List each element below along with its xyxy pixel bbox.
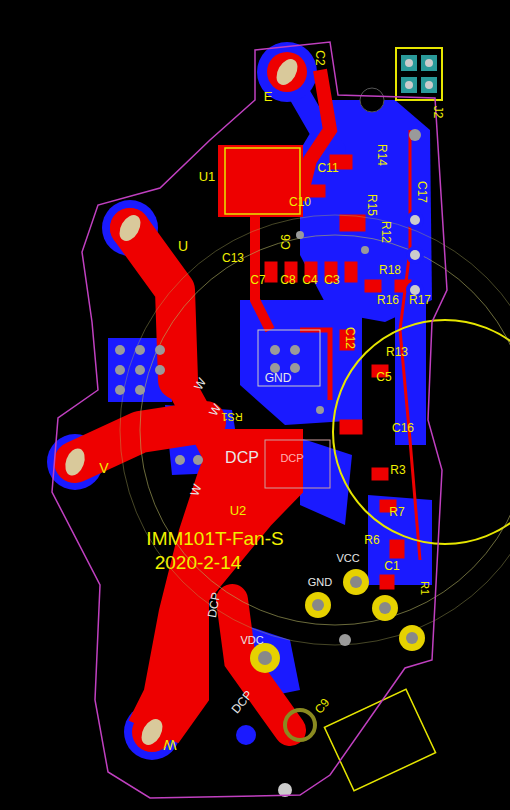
silkscreen-label: GND	[308, 577, 332, 588]
silkscreen-label: 2020-2-14	[155, 553, 242, 572]
silkscreen-label: W	[207, 402, 223, 418]
motor-pad	[55, 52, 307, 752]
silkscreen-label: C2	[314, 50, 326, 65]
silkscreen-label: C6	[280, 234, 292, 249]
silkscreen-label: R12	[380, 221, 392, 243]
silkscreen-label: C11	[317, 162, 338, 174]
silkscreen-label: W	[192, 376, 208, 392]
silkscreen-label: DCP	[225, 450, 259, 466]
silkscreen-label: U	[178, 239, 188, 253]
silkscreen-label: DCP	[229, 688, 254, 715]
silkscreen-label: IMM101T-Fan-S	[146, 529, 283, 548]
silkscreen-label: C13	[222, 252, 244, 264]
silkscreen-label: R13	[386, 346, 408, 358]
silkscreen-label: R6	[364, 534, 379, 546]
silkscreen-label: R14	[376, 144, 388, 166]
via-ring	[406, 211, 424, 299]
silkscreen-label: C8	[280, 274, 295, 286]
silkscreen-label: C17	[416, 181, 428, 203]
through-hole	[236, 569, 425, 797]
bottom-copper	[108, 100, 432, 700]
silkscreen-label: VCC	[336, 553, 359, 564]
silkscreen-label: W	[163, 738, 176, 752]
silkscreen-label: V	[99, 461, 108, 475]
silkscreen-label: C1	[384, 560, 399, 572]
silkscreen-label: J2	[432, 106, 444, 119]
silkscreen-label: C5	[376, 371, 391, 383]
top-copper	[75, 70, 420, 742]
silkscreen-label: DCP	[206, 591, 222, 618]
silkscreen-label: E	[264, 90, 273, 103]
silkscreen-label: C10	[289, 196, 311, 208]
silkscreen-label: U1	[199, 170, 216, 183]
silkscreen-label: R15	[366, 194, 378, 216]
silkscreen-label: C9	[312, 696, 331, 715]
silkscreen-label: C12	[344, 327, 356, 349]
silkscreen-label: C7	[250, 274, 265, 286]
silkscreen-label: VDC	[240, 635, 263, 646]
silkscreen-label: R1	[419, 581, 430, 595]
silkscreen-label: R17	[409, 294, 431, 306]
silkscreen-label: W	[188, 483, 203, 498]
silkscreen-label: DCP	[280, 453, 303, 464]
via	[115, 129, 421, 646]
silkscreen-label: R7	[389, 506, 404, 518]
silkscreen-label: R3	[390, 464, 405, 476]
connector	[360, 48, 442, 112]
silkscreen-label: GND	[265, 372, 292, 384]
silkscreen-label: RS1	[221, 411, 242, 422]
silkscreen-label: C3	[324, 274, 339, 286]
silkscreen-label: C4	[302, 274, 317, 286]
board-outline	[52, 42, 447, 798]
silkscreen-label: R16	[377, 294, 399, 306]
silkscreen-label: R18	[379, 264, 401, 276]
silkscreen-label: U2	[230, 504, 247, 517]
silkscreen-label: C16	[392, 422, 414, 434]
